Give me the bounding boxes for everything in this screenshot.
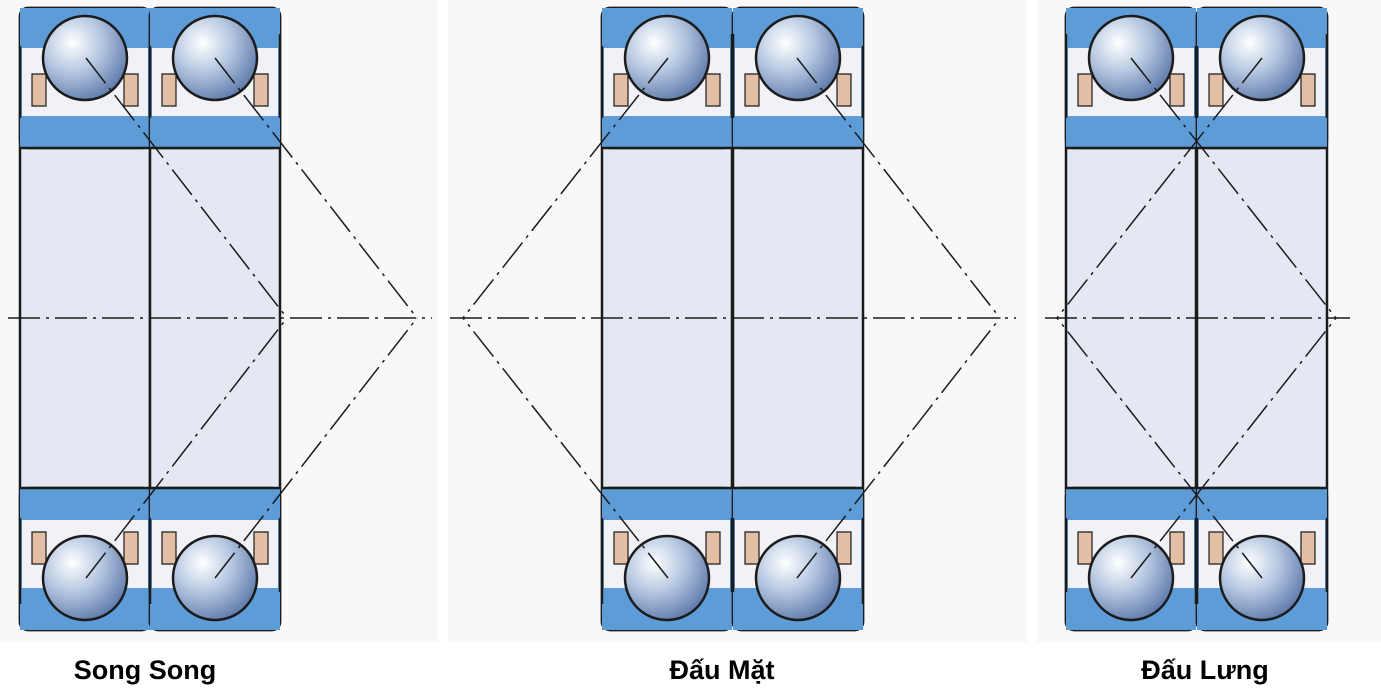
caption-back-to-back: Đấu Lưng bbox=[1141, 655, 1269, 685]
rolling-ball bbox=[41, 14, 129, 102]
inner-ring bbox=[150, 488, 280, 518]
back-to-back-load-lines bbox=[1045, 57, 1350, 579]
contact-line bbox=[85, 317, 288, 579]
cage-segment bbox=[1169, 73, 1185, 107]
contact-line bbox=[462, 57, 669, 319]
cage-segment bbox=[123, 73, 139, 107]
cage-segment bbox=[31, 531, 47, 565]
cage-segment bbox=[123, 531, 139, 565]
inner-ring bbox=[602, 488, 732, 518]
parallel-load-lines bbox=[8, 57, 432, 579]
cage-segment bbox=[1077, 531, 1093, 565]
panel-divider-left bbox=[438, 0, 448, 699]
cage-segment bbox=[253, 531, 269, 565]
inner-ring bbox=[733, 488, 863, 518]
cage-segment bbox=[744, 73, 760, 107]
contact-line bbox=[796, 57, 1001, 319]
rolling-ball bbox=[754, 534, 842, 622]
contact-line bbox=[462, 317, 669, 579]
contact-line bbox=[85, 57, 288, 319]
cage-segment bbox=[1169, 531, 1185, 565]
cage-segment bbox=[705, 531, 721, 565]
cage-segment bbox=[161, 531, 177, 565]
contact-line bbox=[1130, 57, 1337, 319]
contact-line bbox=[796, 317, 1001, 579]
inner-ring bbox=[733, 118, 863, 148]
face-to-face-load-lines bbox=[450, 57, 1016, 579]
cage-segment bbox=[613, 531, 629, 565]
cage-segment bbox=[31, 73, 47, 107]
inner-ring bbox=[1197, 118, 1327, 148]
parallel-arrangement bbox=[18, 6, 282, 632]
rolling-ball bbox=[623, 14, 711, 102]
rolling-ball bbox=[623, 534, 711, 622]
cage-segment bbox=[836, 531, 852, 565]
cage-segment bbox=[613, 73, 629, 107]
cage-segment bbox=[1208, 73, 1224, 107]
cage-segment bbox=[161, 73, 177, 107]
inner-ring bbox=[1197, 488, 1327, 518]
inner-ring bbox=[150, 118, 280, 148]
inner-ring bbox=[602, 118, 732, 148]
caption-face-to-face: Đấu Mặt bbox=[669, 655, 775, 685]
inner-ring bbox=[20, 488, 150, 518]
back-to-back-arrangement bbox=[1064, 6, 1329, 632]
contact-line bbox=[214, 57, 418, 319]
contact-line bbox=[1130, 317, 1337, 579]
inner-ring bbox=[1066, 118, 1196, 148]
contact-line bbox=[1056, 317, 1263, 579]
cage-segment bbox=[705, 73, 721, 107]
cage-segment bbox=[253, 73, 269, 107]
cage-segment bbox=[744, 531, 760, 565]
face-to-face-arrangement bbox=[600, 6, 865, 632]
panel-divider-right bbox=[1027, 0, 1037, 699]
cage-segment bbox=[1077, 73, 1093, 107]
cage-segment bbox=[1208, 531, 1224, 565]
cage-segment bbox=[1300, 531, 1316, 565]
inner-ring bbox=[1066, 488, 1196, 518]
contact-line bbox=[1056, 57, 1263, 319]
inner-ring bbox=[20, 118, 150, 148]
cage-segment bbox=[836, 73, 852, 107]
caption-strip bbox=[0, 642, 1381, 699]
rolling-ball bbox=[754, 14, 842, 102]
caption-parallel: Song Song bbox=[73, 655, 217, 685]
cage-segment bbox=[1300, 73, 1316, 107]
contact-line bbox=[214, 317, 418, 579]
rolling-ball bbox=[41, 534, 129, 622]
